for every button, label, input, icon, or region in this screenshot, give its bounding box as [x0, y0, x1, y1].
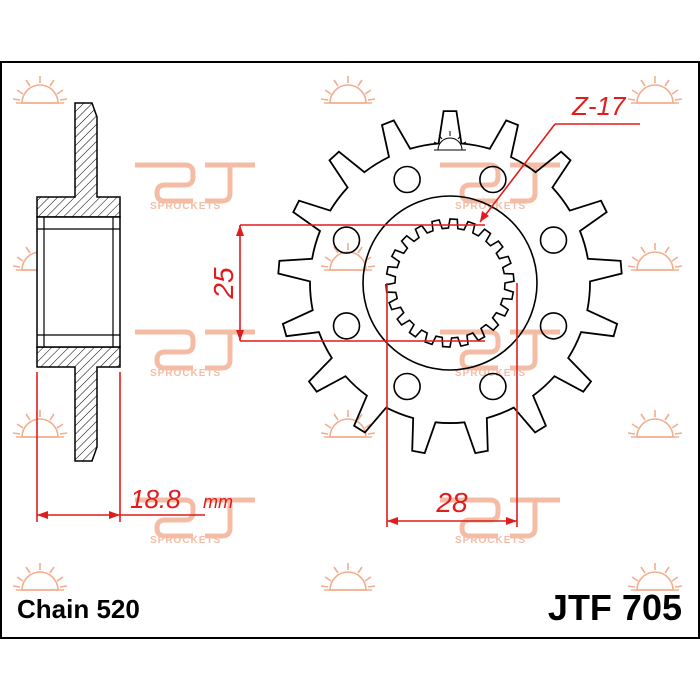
watermark-sun-icon — [12, 562, 68, 591]
lightening-hole — [332, 226, 361, 254]
watermark-sun-icon — [627, 75, 683, 104]
watermark-brand: SPROCKETS — [150, 201, 221, 212]
watermark-sun-icon — [320, 562, 376, 591]
chain-label: Chain 520 — [17, 594, 140, 624]
drawing-frame — [0, 61, 700, 639]
side-profile — [36, 102, 121, 462]
watermark-sun-icon — [627, 562, 683, 591]
watermark-brand: SPROCKETS — [150, 368, 221, 379]
sprocket-outline — [277, 110, 623, 455]
watermark-logo-icon — [135, 332, 255, 368]
hub-circle — [362, 195, 538, 371]
watermark-brand: SPROCKETS — [150, 535, 221, 546]
watermark-sun-icon — [627, 242, 683, 271]
watermark-sun-icon — [12, 409, 68, 438]
bolt-circle-label: 28 — [435, 487, 468, 518]
tooth-count-label: Z-17 — [571, 91, 627, 121]
side-profile-bore — [36, 216, 121, 348]
watermark-sun-icon — [320, 75, 376, 104]
side-profile-hatch — [36, 102, 121, 218]
spline-diameter-label: 25 — [208, 267, 239, 300]
jt-emblem-icon — [433, 131, 467, 151]
lightening-hole — [393, 372, 421, 401]
lightening-hole — [539, 312, 568, 340]
watermark-logo-icon — [135, 165, 255, 201]
watermark-sun-icon — [12, 75, 68, 104]
lightening-holes — [332, 165, 568, 401]
watermark-sun-icon — [320, 409, 376, 438]
lightening-hole — [539, 226, 568, 254]
lightening-hole — [332, 312, 361, 340]
lightening-hole — [479, 372, 507, 401]
dimensions — [36, 123, 640, 527]
spline-bore — [385, 218, 515, 348]
width-value: 18.8 — [130, 484, 181, 514]
lightening-hole — [479, 165, 507, 194]
side-profile-hatch — [36, 346, 121, 462]
part-number: JTF 705 — [548, 587, 682, 628]
watermark-brand: SPROCKETS — [455, 535, 526, 546]
lightening-hole — [393, 165, 421, 194]
dimension-arrows — [37, 211, 517, 525]
watermark-sun-icon — [627, 409, 683, 438]
width-unit: mm — [203, 492, 233, 512]
